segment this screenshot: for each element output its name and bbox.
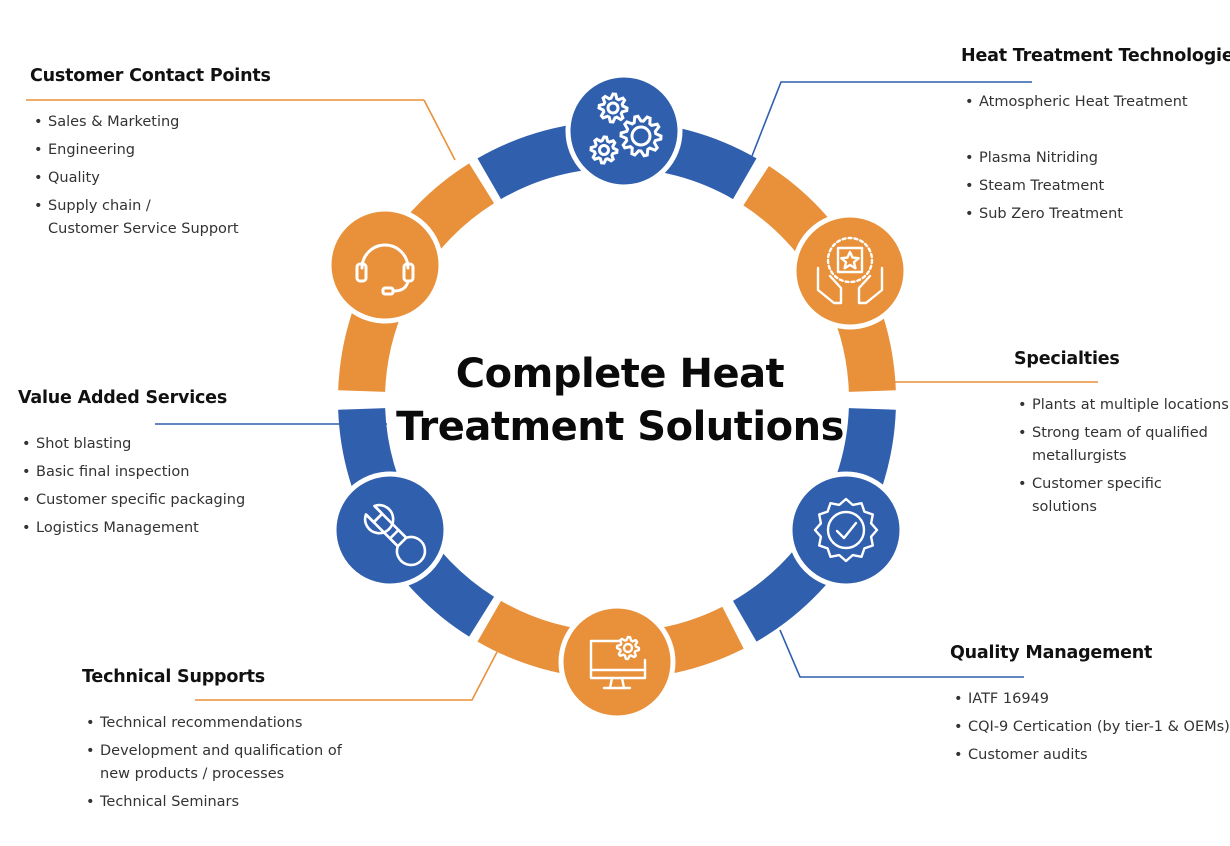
value-added-title: Value Added Services xyxy=(18,388,228,408)
gear-icon xyxy=(615,635,641,661)
customer-contact-title: Customer Contact Points xyxy=(30,66,271,86)
list-item: Plants at multiple locations xyxy=(1014,394,1230,417)
gear-icon xyxy=(589,135,619,165)
list-item: Engineering xyxy=(30,139,239,162)
list-item: Basic final inspection xyxy=(18,461,245,484)
list-item: Customer specific packaging xyxy=(18,489,245,512)
technical-supports-list: Technical recommendations Development an… xyxy=(82,712,342,814)
customer-contact-list: Sales & Marketing Engineering Quality Su… xyxy=(30,111,239,241)
heat-treatment-list: Atmospheric Heat Treatment Plasma Nitrid… xyxy=(961,91,1188,226)
list-item: Development and qualification of new pro… xyxy=(82,740,342,786)
list-item: Shot blasting xyxy=(18,433,245,456)
list-item: Customer specific solutions xyxy=(1014,473,1230,519)
gears-icon xyxy=(589,92,663,165)
list-item: Sub Zero Treatment xyxy=(961,203,1188,226)
connector-line xyxy=(751,81,1032,157)
connector-lines xyxy=(26,81,1098,701)
specialties-list: Plants at multiple locations Strong team… xyxy=(1014,394,1230,519)
connector-line xyxy=(195,651,498,701)
list-item: Technical recommendations xyxy=(82,712,342,735)
page-title-line-1: Complete Heat xyxy=(455,351,785,397)
value-added-list: Shot blasting Basic final inspection Cus… xyxy=(18,433,245,540)
page-title: Complete Heat Treatment Solutions xyxy=(395,348,845,454)
list-item: Strong team of qualified metallurgists xyxy=(1014,422,1230,468)
list-item: Plasma Nitriding xyxy=(961,147,1188,170)
list-item: Atmospheric Heat Treatment xyxy=(961,91,1188,114)
gear-hole xyxy=(606,101,620,115)
list-item: Sales & Marketing xyxy=(30,111,239,134)
monitor-gear-icon xyxy=(589,635,647,690)
gear-hole xyxy=(598,144,610,156)
list-item: IATF 16949 xyxy=(950,688,1230,711)
list-item: Logistics Management xyxy=(18,517,245,540)
node-specialties xyxy=(791,212,909,330)
quality-badge-icon xyxy=(813,497,879,563)
specialties-title: Specialties xyxy=(1014,349,1120,369)
quality-mgmt-title: Quality Management xyxy=(950,643,1153,663)
node-heat-treatment xyxy=(565,72,683,190)
gear-hole xyxy=(622,642,634,654)
wrench-icon xyxy=(363,503,427,567)
list-item: Technical Seminars xyxy=(82,791,342,814)
list-item: Steam Treatment xyxy=(961,175,1188,198)
node-technical-supports xyxy=(558,603,676,721)
list-item: Customer audits xyxy=(950,744,1230,767)
list-item: Supply chain / Customer Service Support xyxy=(30,195,239,241)
headset-icon xyxy=(355,243,415,296)
connector-line xyxy=(423,99,456,161)
heat-treatment-title: Heat Treatment Technologies xyxy=(961,46,1230,66)
hands-star-icon xyxy=(816,236,884,305)
gear-hole xyxy=(630,125,652,147)
gear-icon xyxy=(597,92,629,124)
list-item: CQI-9 Certication (by tier-1 & OEMs) xyxy=(950,716,1230,739)
technical-supports-title: Technical Supports xyxy=(82,667,265,687)
connector-line xyxy=(779,629,1024,678)
node-value-added xyxy=(331,471,449,589)
gear-icon xyxy=(619,114,663,158)
quality-mgmt-list: IATF 16949 CQI-9 Certication (by tier-1 … xyxy=(950,688,1230,767)
page-title-line-2: Treatment Solutions xyxy=(396,404,844,450)
node-quality-mgmt xyxy=(787,471,905,589)
node-customer-contact xyxy=(326,206,444,324)
list-item: Quality xyxy=(30,167,239,190)
